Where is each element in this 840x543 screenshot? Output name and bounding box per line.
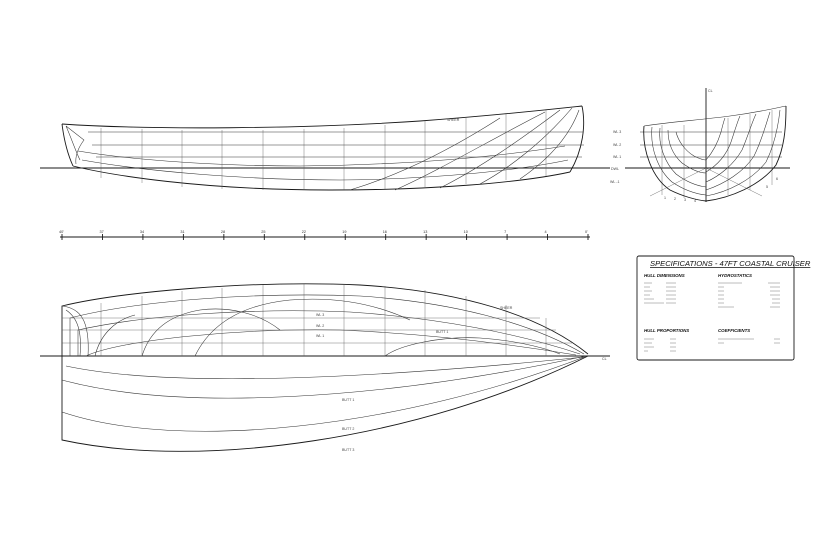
plan-centerline-label: CL: [602, 357, 607, 361]
body-station-3: 3: [684, 198, 686, 202]
plan-tag-sheer: SHEER: [500, 306, 513, 310]
plan-diagonal-3: [384, 337, 561, 357]
body-diagonal-2: [705, 167, 763, 197]
spec-box-frame: [636, 255, 795, 361]
profile-buttock-1: [394, 111, 546, 191]
scale-label: 31: [180, 230, 184, 234]
body-station-6: 6: [776, 177, 778, 181]
plan-view: CL: [40, 283, 610, 452]
profile-sheer-tag: SHEER: [447, 118, 460, 122]
profile-buttock-3: [479, 107, 573, 185]
scale-label: 13: [423, 230, 427, 234]
scale-label: 4: [545, 230, 547, 234]
plan-lower-curve-3: [65, 356, 585, 379]
body-centerline-label: CL: [708, 89, 713, 93]
profile-chine-line-2: [81, 159, 569, 181]
plan-lower-curve-1: [61, 355, 587, 399]
specifications-box: SPECIFICATIONS - 47FT COASTAL CRUISER HU…: [636, 255, 811, 361]
plan-diagonal-2: [194, 298, 411, 357]
plan-tag-butt3: BUTT 3: [342, 448, 354, 452]
spec-hull-dimensions: HULL DIMENSIONS: [644, 273, 685, 278]
plan-tag-wl1: WL 1: [316, 334, 324, 338]
profile-transom: [61, 123, 74, 167]
profile-keel-line: [72, 165, 571, 191]
plan-diagonal-4: [94, 314, 136, 357]
body-aft-section-1: [651, 126, 707, 196]
plan-tag-wl3: WL 3: [316, 313, 324, 317]
spec-hydrostatics: HYDROSTATICS: [718, 273, 752, 278]
plan-diagonal-1: [141, 308, 281, 357]
plan-buttock-grid: [62, 317, 572, 344]
body-station-4: 4: [694, 199, 696, 203]
body-station-5: 5: [766, 185, 768, 189]
body-dwl-label: DWL: [611, 167, 619, 171]
plan-waterline-3: [69, 294, 585, 356]
spec-title: SPECIFICATIONS - 47FT COASTAL CRUISER: [650, 259, 811, 268]
plan-transom-detail: [61, 305, 89, 357]
scale-label: 37: [99, 230, 103, 234]
plan-waterline-2: [77, 310, 581, 356]
plan-sheer-half-breadth: [61, 283, 589, 356]
body-fwd-section-1: [705, 109, 781, 197]
body-diagonal-1: [649, 167, 707, 197]
body-wl3-label: WL 3: [613, 130, 621, 134]
body-aft-section-2: [659, 127, 707, 188]
spec-hull-proportions: HULL PROPORTIONS: [644, 328, 689, 333]
spec-coefficients: COEFFICIENTS: [718, 328, 750, 333]
body-station-2: 2: [674, 197, 676, 201]
body-buttock-verticals: [661, 110, 773, 198]
body-sheer-line: [643, 105, 787, 127]
scale-label: 22: [302, 230, 306, 234]
scale-label: 16: [383, 230, 387, 234]
plan-lower-curve-2: [61, 355, 588, 432]
profile-view: SHEER: [40, 105, 610, 191]
plan-lower-outline: [61, 355, 589, 452]
scale-label: 0': [585, 230, 588, 234]
body-fwd-section-3: [705, 113, 757, 183]
profile-chine-line-1: [77, 145, 566, 167]
plan-station-lines: [100, 284, 547, 356]
profile-sheer-line: [61, 105, 583, 129]
plan-tag-butt1: BUTT 1: [342, 398, 354, 402]
spec-fine-print-rows: [644, 282, 780, 352]
scale-label: 40': [59, 230, 64, 234]
body-aft-section-outer: [643, 125, 707, 202]
body-aft-section-4: [675, 131, 707, 161]
plan-tag-diag: BUTT 1: [436, 330, 448, 334]
profile-buttock-4: [519, 109, 580, 180]
body-wlm1-label: WL -1: [610, 180, 619, 184]
body-station-1: 1: [664, 196, 666, 200]
body-wl2-label: WL 2: [613, 143, 621, 147]
scale-label: 25: [261, 230, 265, 234]
body-aft-section-3: [667, 129, 707, 174]
plan-tag-butt2: BUTT 2: [342, 427, 354, 431]
body-fwd-section-outer: [705, 105, 787, 202]
plan-tag-wl2: WL 2: [316, 324, 324, 328]
profile-buttock-5: [349, 117, 501, 191]
body-wl1-label: WL 1: [613, 155, 621, 159]
scale-label: 28: [221, 230, 225, 234]
profile-transom-detail: [65, 125, 85, 165]
profile-station-lines: [100, 110, 547, 190]
profile-stem: [569, 105, 585, 173]
scale-label: 7: [504, 230, 506, 234]
body-fwd-section-4: [705, 115, 741, 173]
body-fwd-section-2: [705, 111, 771, 191]
scale-label: 10: [464, 230, 468, 234]
scale-label: 19: [342, 230, 346, 234]
profile-buttock-2: [439, 109, 561, 189]
body-fwd-section-5: [705, 117, 726, 161]
scale-label: 34: [140, 230, 144, 234]
body-plan: CL WL 3 WL 2 WL 1: [610, 88, 790, 203]
